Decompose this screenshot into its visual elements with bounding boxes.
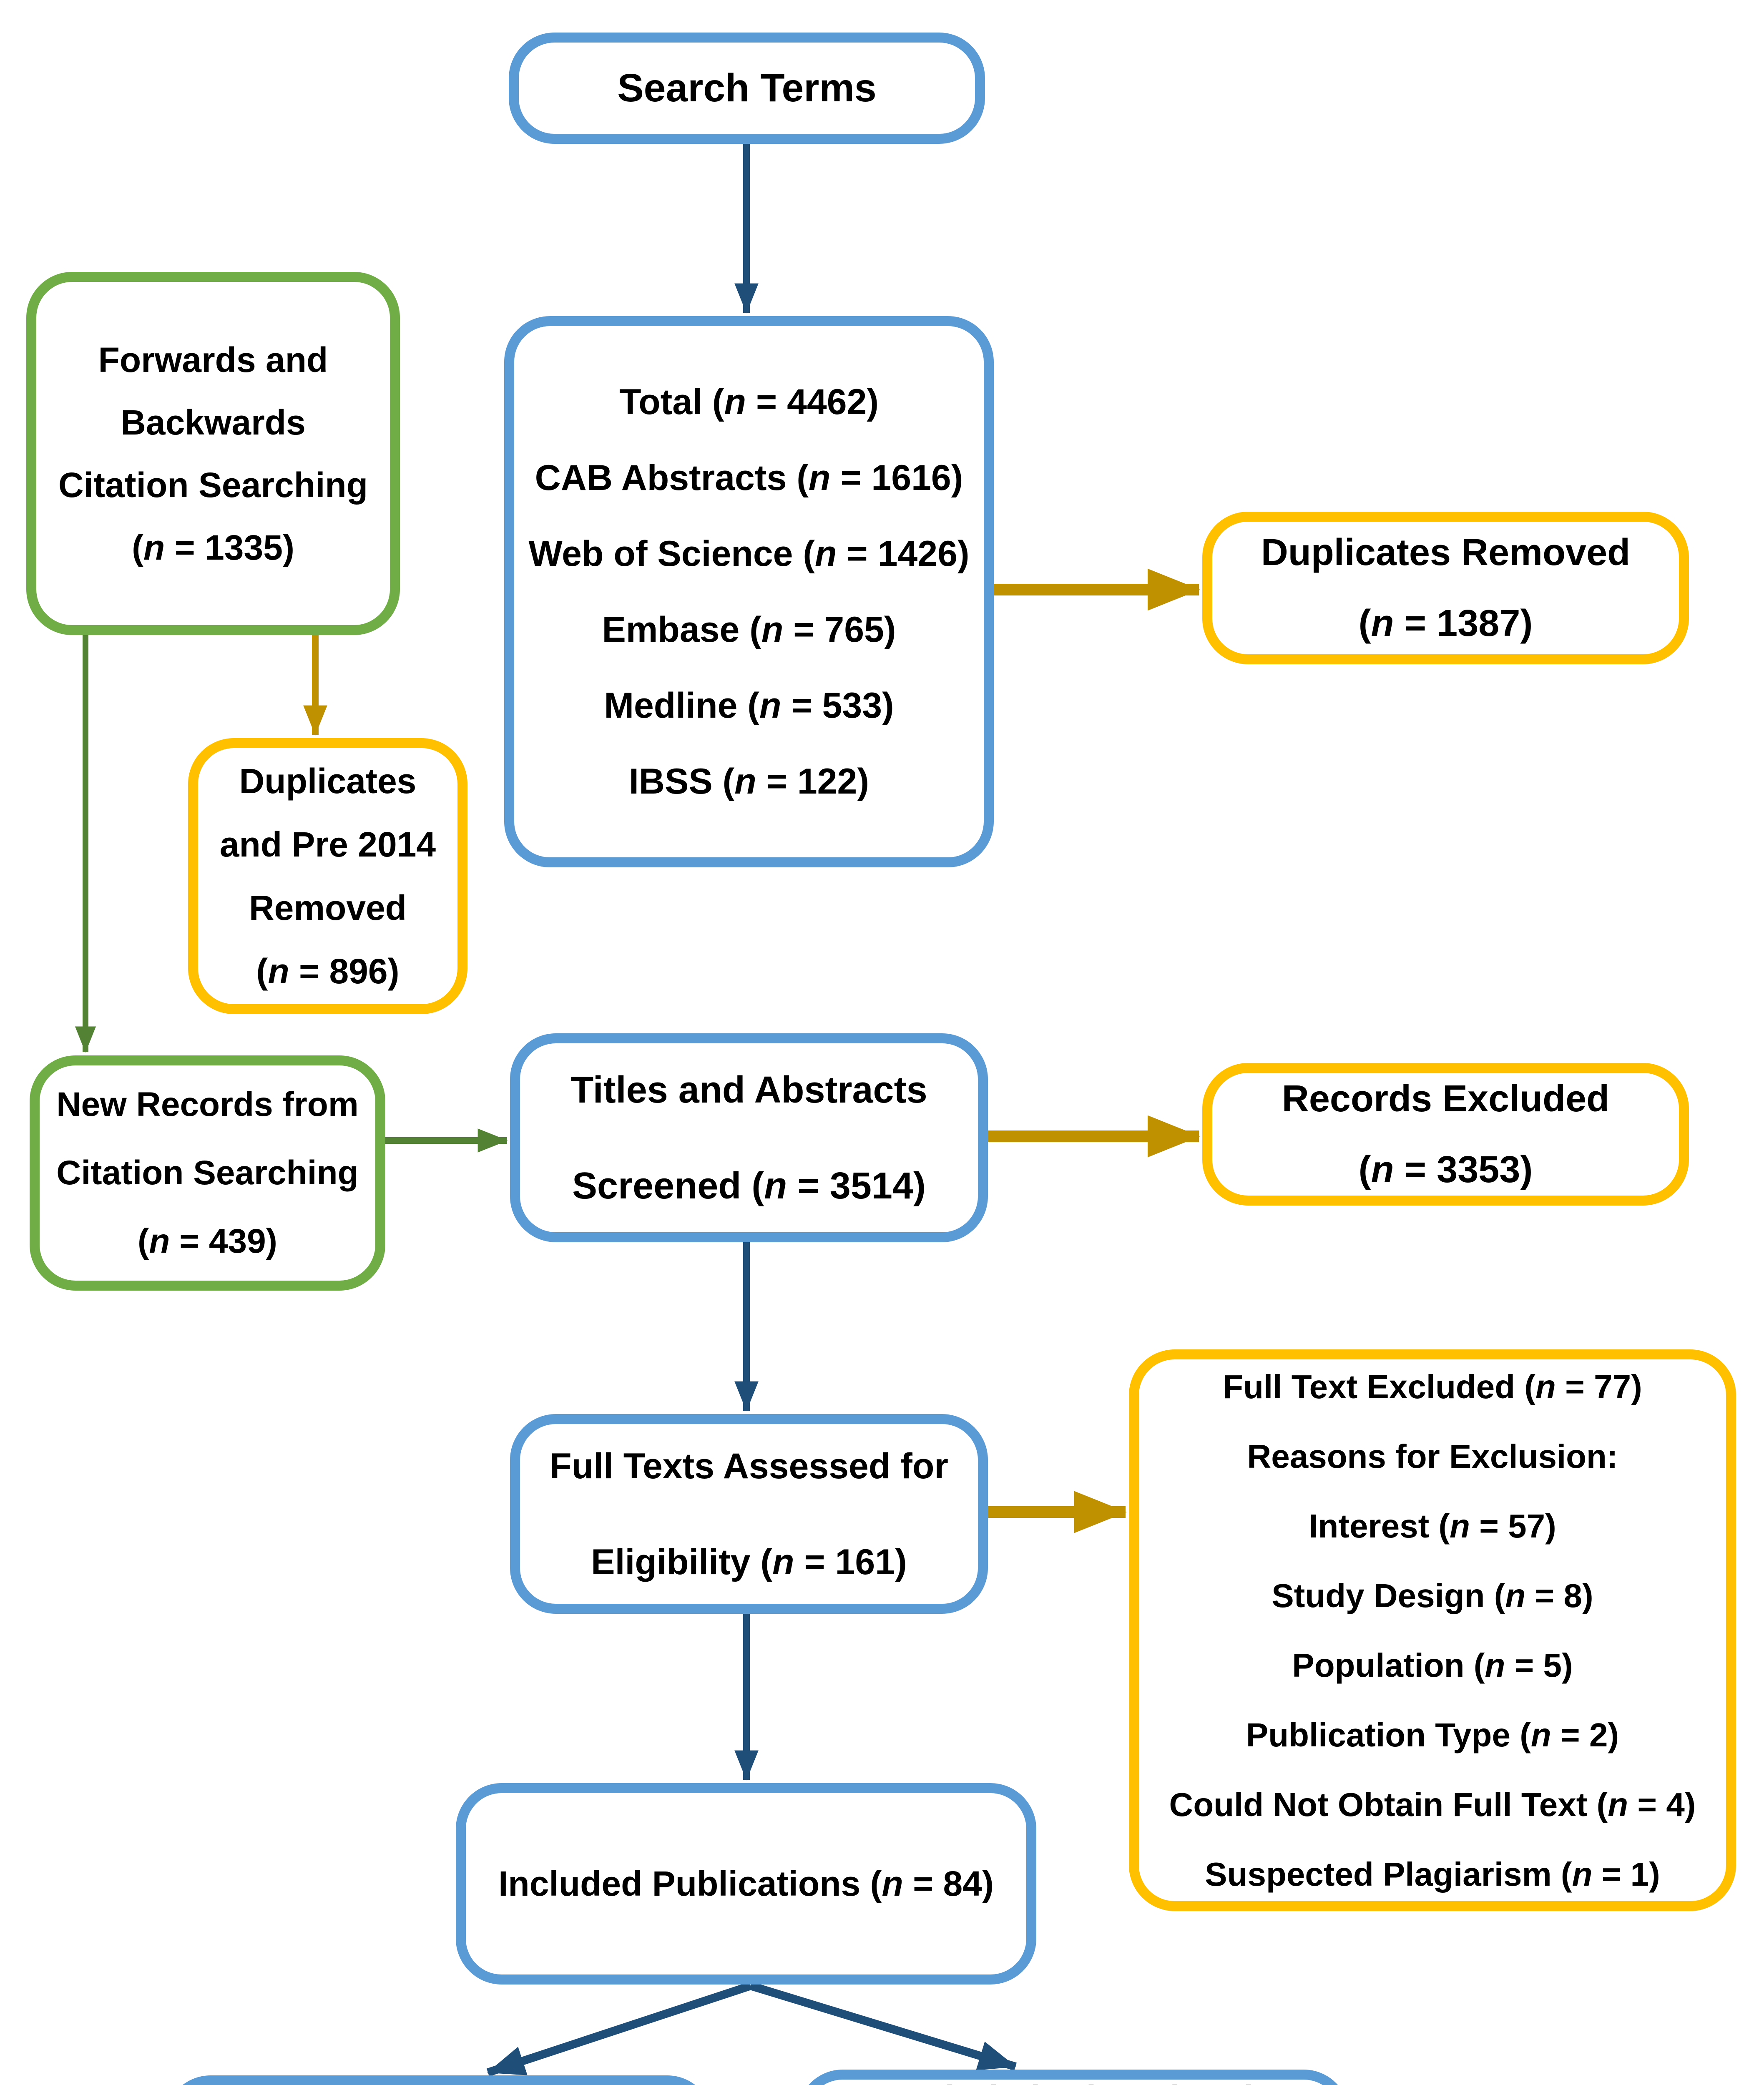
box-line: Suspected Plagiarism (n = 1) [1205, 1855, 1660, 1893]
box-line: Included Educational [893, 2063, 1254, 2085]
box-records-excluded: Records Excluded (n = 3353) [1202, 1063, 1689, 1206]
box-line: Full Text Excluded (n = 77) [1223, 1368, 1642, 1405]
box-line: Eligibility (n = 161) [591, 1542, 907, 1582]
box-line: Records Excluded [1282, 1078, 1610, 1120]
arrow-included-to-educational [749, 1982, 1017, 2071]
box-line: (n = 3353) [1358, 1149, 1533, 1191]
box-line: Backwards [121, 402, 306, 442]
box-line: Population (n = 5) [1292, 1646, 1573, 1684]
box-database-totals: Total (n = 4462) CAB Abstracts (n = 1616)… [504, 316, 994, 867]
box-line: Reasons for Exclusion: [1247, 1437, 1618, 1475]
box-line: Duplicates [239, 761, 417, 801]
box-included-educational: Included EducationalIntervention Publica… [797, 2070, 1349, 2085]
box-line: Total (n = 4462) [619, 382, 879, 422]
box-line: Included Publications (n = 84) [498, 1864, 994, 1903]
box-line: Duplicates Removed [1261, 532, 1631, 573]
box-line: CAB Abstracts (n = 1616) [535, 458, 963, 498]
box-line: Citation Searching [56, 1154, 359, 1192]
box-duplicates-removed: Duplicates Removed (n = 1387) [1202, 512, 1689, 664]
box-line: (n = 1387) [1358, 603, 1533, 644]
box-line: IBSS (n = 122) [629, 761, 869, 801]
box-line: New Records from [56, 1085, 359, 1123]
box-line: Forwards and [98, 340, 328, 379]
box-line: (n = 896) [256, 952, 400, 991]
box-line: Search Terms [617, 66, 877, 110]
box-line: (n = 439) [138, 1222, 277, 1260]
box-included-publications: Included Publications (n = 84) [456, 1783, 1036, 1985]
box-line: Interest (n = 57) [1309, 1507, 1556, 1545]
box-line: Included Socioeconomic [233, 2077, 646, 2085]
box-line: Medline (n = 533) [604, 686, 894, 726]
box-line: Web of Science (n = 1426) [528, 534, 970, 574]
box-line: Could Not Obtain Full Text (n = 4) [1169, 1786, 1696, 1823]
box-line: (n = 1335) [132, 528, 294, 567]
box-line: and Pre 2014 [219, 825, 436, 864]
box-line: Titles and Abstracts [570, 1069, 927, 1111]
box-included-socioeconomic: Included SocioeconomicValue Publications… [165, 2075, 713, 2085]
arrow-included-to-socioeconomic [486, 1982, 752, 2077]
box-search-terms: Search Terms [509, 33, 985, 144]
box-line: Publication Type (n = 2) [1246, 1716, 1619, 1753]
box-full-text-excluded: Full Text Excluded (n = 77) Reasons for E… [1129, 1349, 1736, 1911]
box-line: Screened (n = 3514) [572, 1165, 926, 1207]
box-line: Study Design (n = 8) [1271, 1577, 1593, 1614]
box-line: Removed [249, 888, 407, 927]
box-line: Citation Searching [58, 465, 368, 505]
box-line: Full Texts Assessed for [550, 1446, 948, 1486]
box-line: Embase (n = 765) [602, 610, 896, 650]
